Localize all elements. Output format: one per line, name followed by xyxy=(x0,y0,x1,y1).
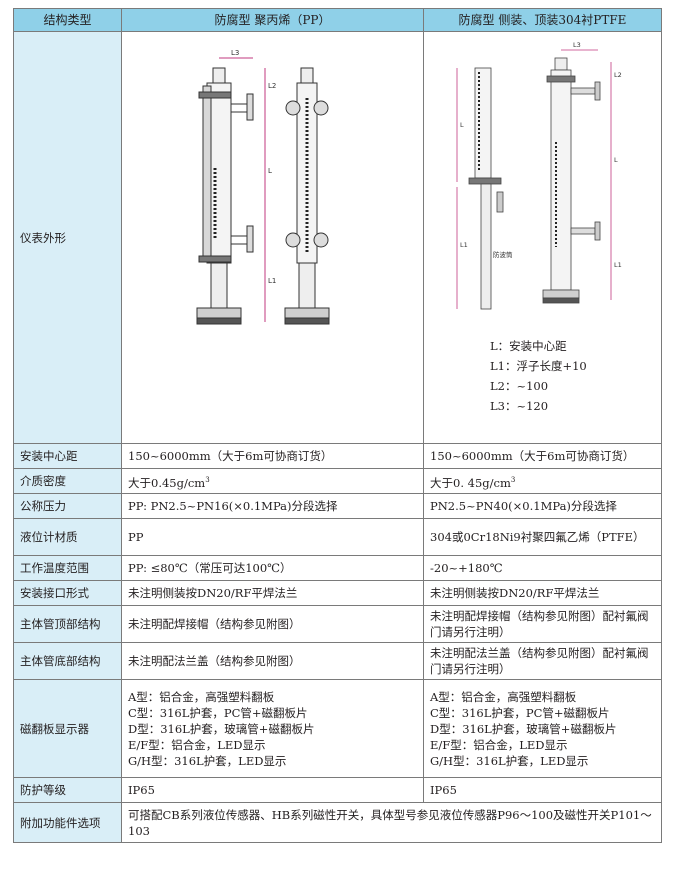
legend-item: L1：浮子长度+10 xyxy=(490,359,587,373)
spec-row: 防护等级 IP65 IP65 xyxy=(13,777,662,803)
ptfe-density: 大于0. 45g/cm3 xyxy=(423,468,662,494)
ptfe-dim-l2: L2 xyxy=(614,71,622,79)
ptfe-protection: IP65 xyxy=(423,777,662,803)
pp-dim-l3: L3 xyxy=(231,49,239,57)
display-type-item: C型：316L护套，PC管+磁翻板片 xyxy=(128,705,308,720)
accessories-value: 可搭配CB系列液位传感器、HB系列磁性开关，具体型号参见液位传感器P96～100… xyxy=(121,802,662,843)
row-label-interface: 安装接口形式 xyxy=(13,580,122,606)
appearance-label: 仪表外形 xyxy=(13,31,122,444)
ptfe-temperature: -20~+180℃ xyxy=(423,555,662,581)
appearance-row: 仪表外形 xyxy=(13,31,662,444)
display-type-item: E/F型：铝合金，LED显示 xyxy=(128,737,266,752)
pp-gauge-diagram: L3 L2 L L1 xyxy=(196,49,329,325)
ptfe-display-types: A型：铝合金，高强塑料翻板 C型：316L护套，PC管+磁翻板片 D型：316L… xyxy=(423,679,662,778)
row-label-display: 磁翻板显示器 xyxy=(13,679,122,778)
ptfe-bottom-structure: 未注明配法兰盖（结构参见附图）配衬氟阀门请另行注明） xyxy=(423,642,662,680)
ptfe-dim-l1: L1 xyxy=(614,261,622,269)
pp-dim-l1: L1 xyxy=(268,277,276,285)
display-type-item: G/H型：316L护套，LED显示 xyxy=(430,753,589,768)
pp-density-sup: 3 xyxy=(205,475,210,484)
pp-top-structure: 未注明配焊接帽（结构参见附图） xyxy=(121,605,424,643)
display-type-item: A型：铝合金，高强塑料翻板 xyxy=(128,689,275,704)
pp-dim-l: L xyxy=(268,167,272,175)
ptfe-dim-l3: L3 xyxy=(573,41,581,49)
row-label-install-distance: 安装中心距 xyxy=(13,443,122,469)
ptfe-pressure: PN2.5~PN40(×0.1MPa)分段选择 xyxy=(423,493,662,519)
display-type-item: G/H型：316L护套，LED显示 xyxy=(128,753,287,768)
ptfe-material: 304或0Cr18Ni9衬聚四氟乙烯（PTFE） xyxy=(423,518,662,556)
pp-dim-l2: L2 xyxy=(268,82,276,90)
header-row: 结构类型 防腐型 聚丙烯（PP） 防腐型 侧装、顶装304衬PTFE xyxy=(13,8,662,32)
spec-row: 介质密度 大于0.45g/cm3 大于0. 45g/cm3 xyxy=(13,468,662,494)
row-label-protection: 防护等级 xyxy=(13,777,122,803)
row-label-pressure: 公称压力 xyxy=(13,493,122,519)
header-pp: 防腐型 聚丙烯（PP） xyxy=(121,8,424,32)
row-label-bottom-structure: 主体管底部结构 xyxy=(13,642,122,680)
pp-temperature: PP: ≤80℃（常压可达100℃） xyxy=(121,555,424,581)
ptfe-diagram-cell: L L1 防波筒 L3 L2 L L1 L：安装中心距 L1：浮子长度+10 L… xyxy=(423,31,662,444)
pp-diagram-cell: L3 L2 L L1 xyxy=(121,31,424,444)
display-type-item: E/F型：铝合金，LED显示 xyxy=(430,737,568,752)
header-ptfe: 防腐型 侧装、顶装304衬PTFE xyxy=(423,8,662,32)
pp-material: PP xyxy=(121,518,424,556)
display-type-item: D型：316L护套，玻璃管+磁翻板片 xyxy=(430,721,617,736)
spec-row: 液位计材质 PP 304或0Cr18Ni9衬聚四氟乙烯（PTFE） xyxy=(13,518,662,556)
pp-interface: 未注明侧装按DN20/RF平焊法兰 xyxy=(121,580,424,606)
dimension-legend: L：安装中心距 L1：浮子长度+10 L2：~100 L3：~120 xyxy=(490,336,661,416)
pp-bottom-structure: 未注明配法兰盖（结构参见附图） xyxy=(121,642,424,680)
spec-row: 安装中心距 150~6000mm（大于6m可协商订货） 150~6000mm（大… xyxy=(13,443,662,469)
row-label-top-structure: 主体管顶部结构 xyxy=(13,605,122,643)
legend-item: L2：~100 xyxy=(490,379,549,393)
ptfe-top-dim-l1: L1 xyxy=(460,241,468,249)
ptfe-dim-l: L xyxy=(614,156,618,164)
ptfe-top-structure: 未注明配焊接帽（结构参见附图）配衬氟阀门请另行注明） xyxy=(423,605,662,643)
display-type-item: A型：铝合金，高强塑料翻板 xyxy=(430,689,577,704)
row-label-accessories: 附加功能件选项 xyxy=(13,802,122,843)
pp-density-text: 大于0.45g/cm xyxy=(128,475,206,490)
spec-row: 公称压力 PP: PN2.5~PN16(×0.1MPa)分段选择 PN2.5~P… xyxy=(13,493,662,519)
ptfe-gauge-diagram: L L1 防波筒 L3 L2 L L1 xyxy=(456,41,622,310)
row-label-density: 介质密度 xyxy=(13,468,122,494)
display-type-item: C型：316L护套，PC管+磁翻板片 xyxy=(430,705,610,720)
row-label-temperature: 工作温度范围 xyxy=(13,555,122,581)
row-label-material: 液位计材质 xyxy=(13,518,122,556)
spec-row: 主体管顶部结构 未注明配焊接帽（结构参见附图） 未注明配焊接帽（结构参见附图）配… xyxy=(13,605,662,643)
spec-row: 磁翻板显示器 A型：铝合金，高强塑料翻板 C型：316L护套，PC管+磁翻板片 … xyxy=(13,679,662,778)
spec-row: 工作温度范围 PP: ≤80℃（常压可达100℃） -20~+180℃ xyxy=(13,555,662,581)
ptfe-top-dim-l: L xyxy=(460,121,464,129)
ptfe-install-distance: 150~6000mm（大于6m可协商订货） xyxy=(423,443,662,469)
spec-table: 结构类型 防腐型 聚丙烯（PP） 防腐型 侧装、顶装304衬PTFE 仪表外形 xyxy=(13,8,662,843)
spec-row: 附加功能件选项 可搭配CB系列液位传感器、HB系列磁性开关，具体型号参见液位传感… xyxy=(13,802,662,843)
display-type-item: D型：316L护套，玻璃管+磁翻板片 xyxy=(128,721,315,736)
spec-row: 安装接口形式 未注明侧装按DN20/RF平焊法兰 未注明侧装按DN20/RF平焊… xyxy=(13,580,662,606)
legend-item: L3：~120 xyxy=(490,399,549,413)
pp-pressure: PP: PN2.5~PN16(×0.1MPa)分段选择 xyxy=(121,493,424,519)
pp-protection: IP65 xyxy=(121,777,424,803)
spec-row: 主体管底部结构 未注明配法兰盖（结构参见附图） 未注明配法兰盖（结构参见附图）配… xyxy=(13,642,662,680)
ptfe-interface: 未注明侧装按DN20/RF平焊法兰 xyxy=(423,580,662,606)
ptfe-density-text: 大于0. 45g/cm xyxy=(430,475,511,490)
pp-density: 大于0.45g/cm3 xyxy=(121,468,424,494)
ptfe-wave-tube-label: 防波筒 xyxy=(493,250,513,259)
pp-display-types: A型：铝合金，高强塑料翻板 C型：316L护套，PC管+磁翻板片 D型：316L… xyxy=(121,679,424,778)
legend-item: L：安装中心距 xyxy=(490,339,567,353)
pp-install-distance: 150~6000mm（大于6m可协商订货） xyxy=(121,443,424,469)
header-structure-type: 结构类型 xyxy=(13,8,122,32)
ptfe-density-sup: 3 xyxy=(510,475,516,484)
